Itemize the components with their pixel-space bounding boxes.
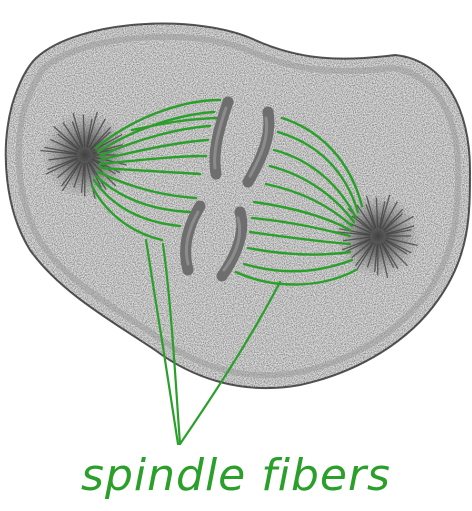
spindle-fibers-label: spindle fibers <box>81 450 391 501</box>
cell-cytoplasm-texture <box>0 0 472 400</box>
cell <box>0 0 472 400</box>
